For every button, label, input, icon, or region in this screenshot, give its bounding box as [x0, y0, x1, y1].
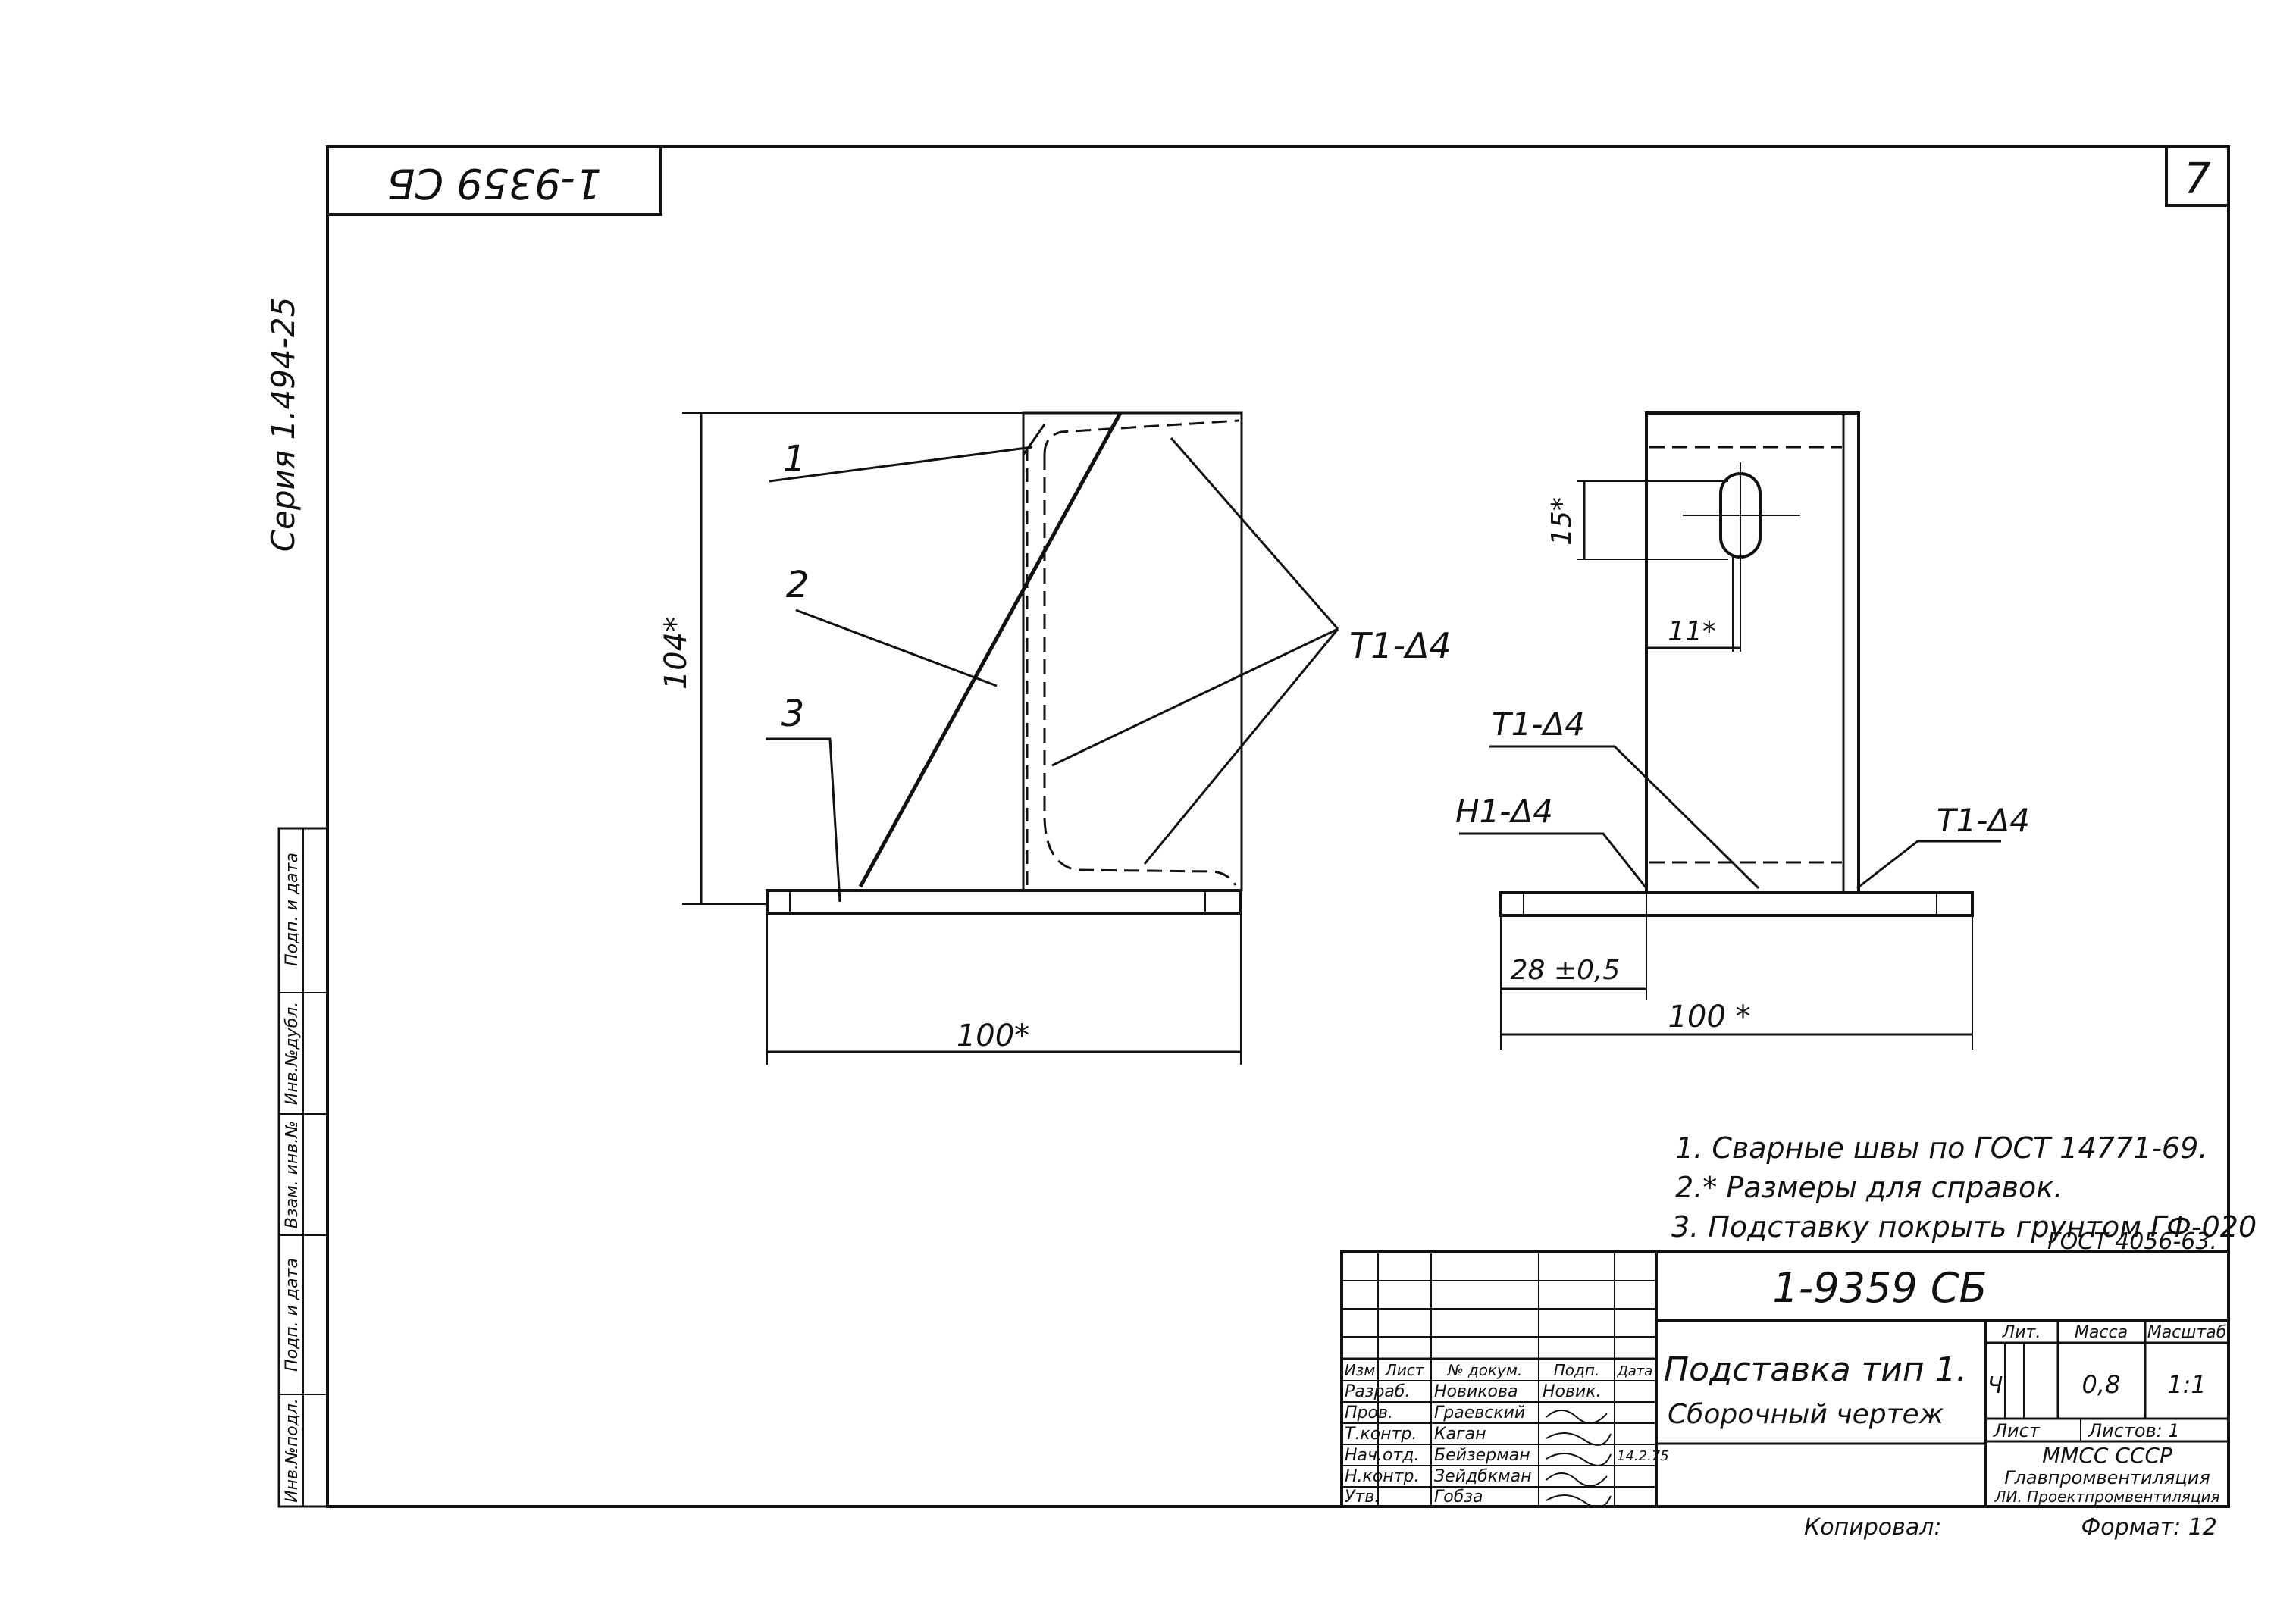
side-weld-top: Т1-Δ4 [1492, 706, 1585, 743]
row-name-4: Бейзерман [1434, 1446, 1530, 1465]
note-2: 2.* Размеры для справок. [1675, 1171, 2063, 1204]
label-lit: Лит. [2002, 1323, 2041, 1342]
top-stamp-code: 1-9359 СБ [387, 159, 601, 207]
row-role-6: Утв. [1345, 1488, 1380, 1507]
side-weld-right: Т1-Δ4 [1937, 802, 2030, 839]
title-block: Изм Лист № докум. Подп. Дата Разраб. Нов… [1340, 1250, 2230, 1508]
th-izm: Изм [1345, 1361, 1376, 1379]
signature-5 [1546, 1472, 1608, 1487]
strip-inv-podl: Инв.№подл. [283, 1398, 302, 1503]
row-name-6: Гобза [1434, 1488, 1483, 1507]
row-role-2: Пров. [1345, 1403, 1393, 1422]
row-role-4: Нач.отд. [1345, 1446, 1420, 1465]
title-name-2: Сборочный чертеж [1668, 1399, 1944, 1430]
callout-3: 3 [781, 693, 805, 735]
side-dim-offset: 28 ±0,5 [1511, 955, 1621, 986]
front-gusset-edge [858, 411, 1123, 888]
front-view: 1 2 3 Т1-Δ4 104* 100* [659, 411, 1452, 1065]
th-list: Лист [1385, 1361, 1425, 1379]
side-dim-width: 100 * [1668, 1000, 1750, 1034]
org-line-2: Главпромвентиляция [2004, 1467, 2210, 1488]
note-3: 3. Подставку покрыть грунтом ГФ-020 [1671, 1210, 2257, 1244]
row-name-1: Новикова [1434, 1382, 1518, 1401]
row-name-3: Каган [1434, 1425, 1486, 1444]
label-sheet: Лист [1993, 1420, 2041, 1441]
row-role-5: Н.контр. [1345, 1467, 1419, 1486]
side-upright [1645, 411, 1860, 894]
side-base-plate [1499, 891, 1974, 917]
label-mass: Масса [2075, 1323, 2128, 1342]
notes: 1. Сварные швы по ГОСТ 14771-69. 2.* Раз… [1671, 1131, 2257, 1255]
th-doc: № докум. [1447, 1361, 1523, 1379]
sheet-number-box [2165, 145, 2230, 207]
org-line-3: ЛИ. Проектпромвентиляция [1994, 1488, 2219, 1506]
front-dim-height: 104* [659, 617, 694, 690]
strip-inv-dubl: Инв.№дубл. [283, 1002, 302, 1106]
org-line-1: ММСС СССР [2042, 1443, 2172, 1468]
signature-3 [1546, 1432, 1612, 1446]
side-strip: Инв.№подл. Подп. и дата Взам. инв.№ Инв.… [277, 827, 329, 1508]
row-name-5: Зейдбкман [1434, 1467, 1531, 1486]
sheet-frame [326, 145, 2230, 1508]
strip-sign-date-1: Подп. и дата [283, 1258, 302, 1372]
strip-vzam-inv: Взам. инв.№ [283, 1121, 302, 1228]
footer-format: Формат: 12 [2081, 1514, 2217, 1541]
front-dim-width: 100* [957, 1019, 1029, 1053]
front-rib-outline [1022, 411, 1243, 892]
strip-sign-date-2: Подп. и дата [283, 853, 302, 966]
row-date-4: 14.2.75 [1617, 1448, 1669, 1464]
title-name-1: Подставка тип 1. [1664, 1350, 1967, 1389]
side-weld-left: Н1-Δ4 [1455, 793, 1553, 830]
value-lit: Ч [1987, 1372, 2003, 1399]
label-sheets: Листов: 1 [2088, 1420, 2180, 1441]
front-base-plate [766, 889, 1242, 915]
row-role-3: Т.контр. [1345, 1425, 1417, 1444]
callout-1: 1 [783, 438, 807, 480]
row-role-1: Разраб. [1345, 1382, 1410, 1401]
th-date: Дата [1617, 1363, 1653, 1379]
side-view: 15* 11* Т1-Δ4 Н1-Δ4 Т1-Δ4 28 ±0,5 100 * [1455, 411, 2030, 1050]
signature-4 [1546, 1453, 1612, 1466]
front-weld-label: Т1-Δ4 [1349, 625, 1452, 666]
signature-2 [1546, 1410, 1608, 1424]
title-code: 1-9359 СБ [1772, 1264, 1987, 1312]
callout-2: 2 [786, 564, 810, 606]
signature-6 [1546, 1494, 1612, 1508]
row-sign-1: Новик. [1543, 1382, 1602, 1401]
side-dim-slot-h: 15* [1546, 497, 1577, 546]
value-scale: 1:1 [2167, 1370, 2207, 1399]
note-1: 1. Сварные швы по ГОСТ 14771-69. [1675, 1131, 2207, 1165]
value-mass: 0,8 [2082, 1370, 2121, 1399]
label-scale: Масштаб [2147, 1323, 2227, 1342]
series-label: Серия 1.494-25 [265, 297, 302, 552]
sheet-number: 7 [2184, 155, 2211, 204]
th-sign: Подп. [1554, 1361, 1600, 1379]
top-stamp-box [326, 145, 662, 216]
side-dim-slot-x: 11* [1668, 616, 1716, 647]
footer-copied: Копировал: [1804, 1514, 1942, 1541]
row-name-2: Граевский [1434, 1403, 1525, 1422]
